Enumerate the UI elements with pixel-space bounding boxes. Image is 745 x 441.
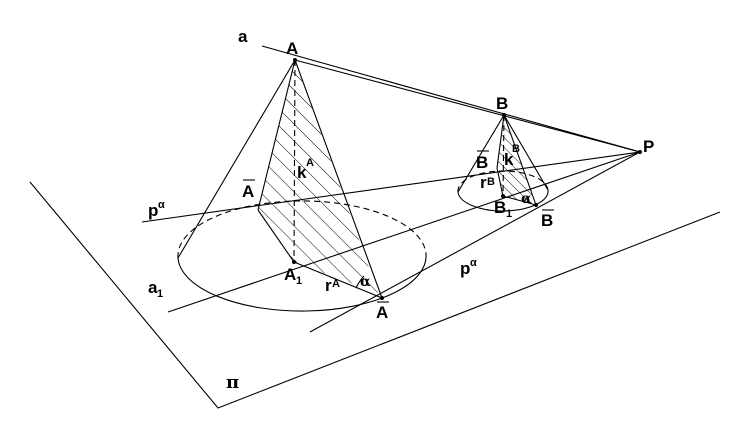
point-bbar-bottom bbox=[534, 203, 538, 207]
line-apex-a-to-p bbox=[294, 59, 641, 153]
cone-b-to-bbar bbox=[503, 114, 537, 206]
cone-a-base-back bbox=[177, 200, 427, 259]
label-apex-a: A bbox=[286, 39, 298, 58]
cone-a-axis bbox=[293, 59, 296, 263]
label-r-a: r bbox=[325, 276, 332, 295]
hatched-section-cone-a bbox=[258, 60, 378, 293]
hatched-section-cone-b bbox=[497, 115, 536, 205]
angle-arc-b bbox=[523, 195, 529, 204]
label-a1-line: a bbox=[148, 278, 158, 297]
cone-a-generator-front bbox=[257, 59, 296, 211]
label-b1: B bbox=[494, 198, 506, 217]
segment-b1-bbar-bottom bbox=[502, 195, 537, 206]
label-p-alpha-right: p bbox=[460, 259, 470, 278]
cone-b-generator-right bbox=[503, 114, 549, 191]
cone-a-generator-left bbox=[177, 59, 296, 259]
label-b-bar-upper: B bbox=[476, 153, 488, 172]
label-k-a-sup: A bbox=[306, 157, 314, 169]
segment-a1-abar-bottom bbox=[293, 261, 383, 299]
label-alpha-b: α bbox=[521, 191, 532, 207]
label-a1-sub: 1 bbox=[296, 275, 302, 287]
point-apex-b bbox=[502, 113, 506, 117]
line-p-alpha-upper bbox=[141, 151, 641, 223]
label-p-alpha-left-sup: α bbox=[158, 199, 165, 211]
segment-abar-a1 bbox=[257, 209, 295, 263]
angle-arc-a bbox=[355, 275, 365, 289]
label-k-b-sup: B bbox=[512, 143, 520, 155]
cone-b-generator-front bbox=[496, 114, 505, 169]
label-r-a-sup: A bbox=[332, 278, 340, 290]
line-a1 bbox=[167, 151, 641, 313]
label-p-alpha-right-sup: α bbox=[470, 257, 477, 269]
label-r-b: r bbox=[480, 173, 487, 192]
label-p-alpha-left: p bbox=[148, 201, 158, 220]
label-apex-b: B bbox=[496, 94, 508, 113]
cone-a-generator-right bbox=[294, 59, 383, 299]
label-a1-line-sub: 1 bbox=[157, 288, 163, 300]
label-plane-pi: π bbox=[226, 372, 239, 393]
label-k-b: k bbox=[504, 150, 514, 169]
line-p-alpha-lower bbox=[309, 151, 641, 333]
cone-b-axis bbox=[502, 114, 505, 197]
segment-bbar-b1 bbox=[496, 167, 504, 197]
label-b-bar-bottom: B bbox=[541, 211, 553, 230]
label-a-bar-left: A bbox=[242, 182, 254, 201]
point-p bbox=[638, 150, 642, 154]
label-point-p: P bbox=[643, 137, 654, 156]
label-line-a: a bbox=[238, 27, 248, 46]
cone-a-base-front bbox=[177, 253, 427, 312]
label-b1-sub: 1 bbox=[506, 208, 512, 220]
line-a bbox=[261, 45, 641, 153]
point-apex-a bbox=[293, 58, 297, 62]
plane-pi-outline bbox=[29, 181, 721, 409]
label-a1: A bbox=[284, 265, 296, 284]
label-a-bar-bottom: A bbox=[376, 303, 388, 322]
cone-b-base-back bbox=[457, 170, 549, 193]
point-b1 bbox=[501, 194, 505, 198]
point-a1 bbox=[292, 260, 296, 264]
cone-b-base-front bbox=[457, 189, 549, 212]
point-abar-bottom bbox=[380, 296, 384, 300]
label-r-b-sup: B bbox=[487, 176, 495, 188]
label-k-a: k bbox=[297, 163, 307, 182]
label-alpha-a: α bbox=[360, 274, 371, 290]
